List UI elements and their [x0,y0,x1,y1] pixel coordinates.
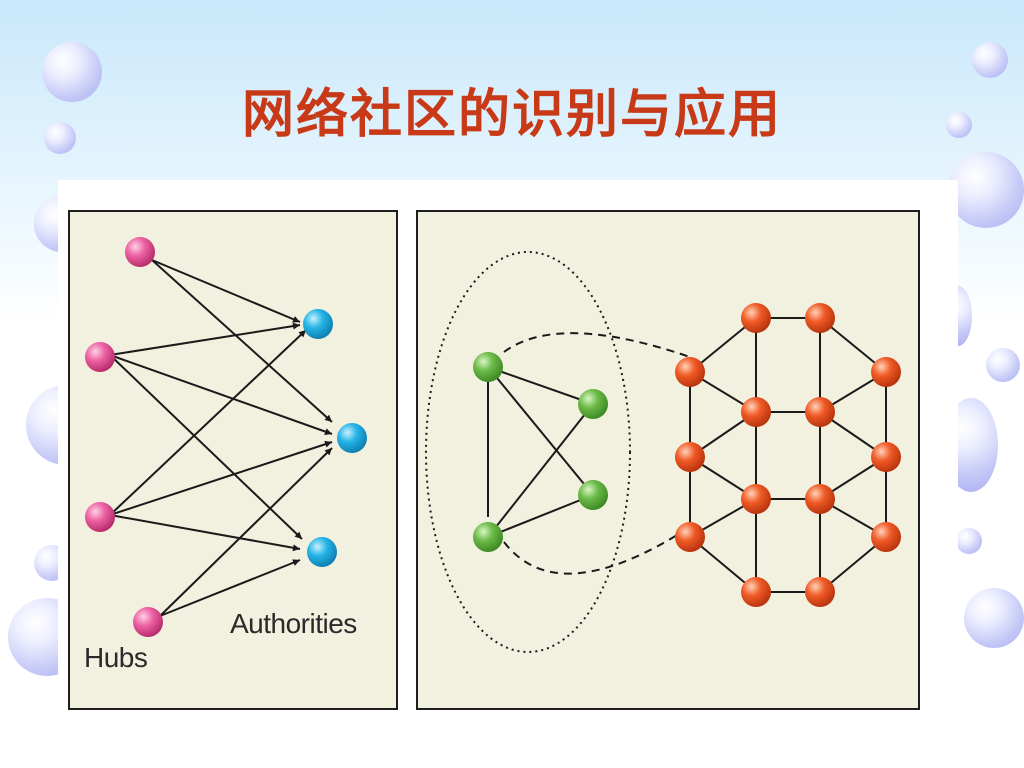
orange-node [741,303,771,333]
background-bubble [44,122,76,154]
background-bubble [972,42,1008,78]
orange-node [805,397,835,427]
edge [487,366,594,405]
hub-node [133,607,163,637]
orange-node [871,442,901,472]
orange-community-nodes [675,303,901,607]
hub-authority-arrows [109,259,333,617]
orange-community-edges [689,317,887,593]
background-bubble [946,112,972,138]
orange-node [741,577,771,607]
green-node [578,480,608,510]
orange-node [675,442,705,472]
slide-title: 网络社区的识别与应用 [241,85,782,145]
orange-node [675,522,705,552]
hub-node [125,237,155,267]
community-boundary [425,251,631,653]
authorities-label: Authorities [230,608,357,639]
hubs-authorities-graph [85,237,367,637]
community-panel [416,210,920,710]
arrow-edge [151,259,333,423]
dashed-link [503,332,691,358]
orange-node [871,357,901,387]
authority-node [303,309,333,339]
arrow-edge [159,447,333,617]
background-bubble [42,42,102,102]
green-community-nodes [473,352,608,552]
inter-community-links [503,332,691,575]
background-bubble [956,528,982,554]
authority-node [307,537,337,567]
orange-node [741,484,771,514]
arrow-edge [109,440,333,516]
green-node [578,389,608,419]
orange-node [805,484,835,514]
orange-node [805,303,835,333]
edge [487,366,594,496]
hub-node [85,502,115,532]
edge [487,494,594,538]
authority-node [337,423,367,453]
arrow-edge [109,329,307,516]
background-bubble [948,152,1024,228]
edge [487,403,594,538]
orange-node [741,397,771,427]
hub-nodes [85,237,163,637]
arrow-edge [159,559,301,617]
orange-node [805,577,835,607]
arrow-edge [109,354,333,435]
arrow-edge [109,322,301,356]
green-node [473,352,503,382]
orange-node [675,357,705,387]
arrow-edge [151,259,301,323]
dashed-link [503,526,691,575]
figure-area: Authorities Hubs [58,180,958,720]
arrow-edge [109,514,301,552]
community-graph [425,251,901,653]
green-node [473,522,503,552]
hub-node [85,342,115,372]
green-community-edges [487,366,594,538]
background-bubble [986,348,1020,382]
authority-nodes [303,309,367,567]
background-bubble [964,588,1024,648]
hubs-authorities-panel: Authorities Hubs [68,210,398,710]
hubs-label: Hubs [84,642,148,673]
arrow-edge [109,354,303,540]
orange-node [871,522,901,552]
